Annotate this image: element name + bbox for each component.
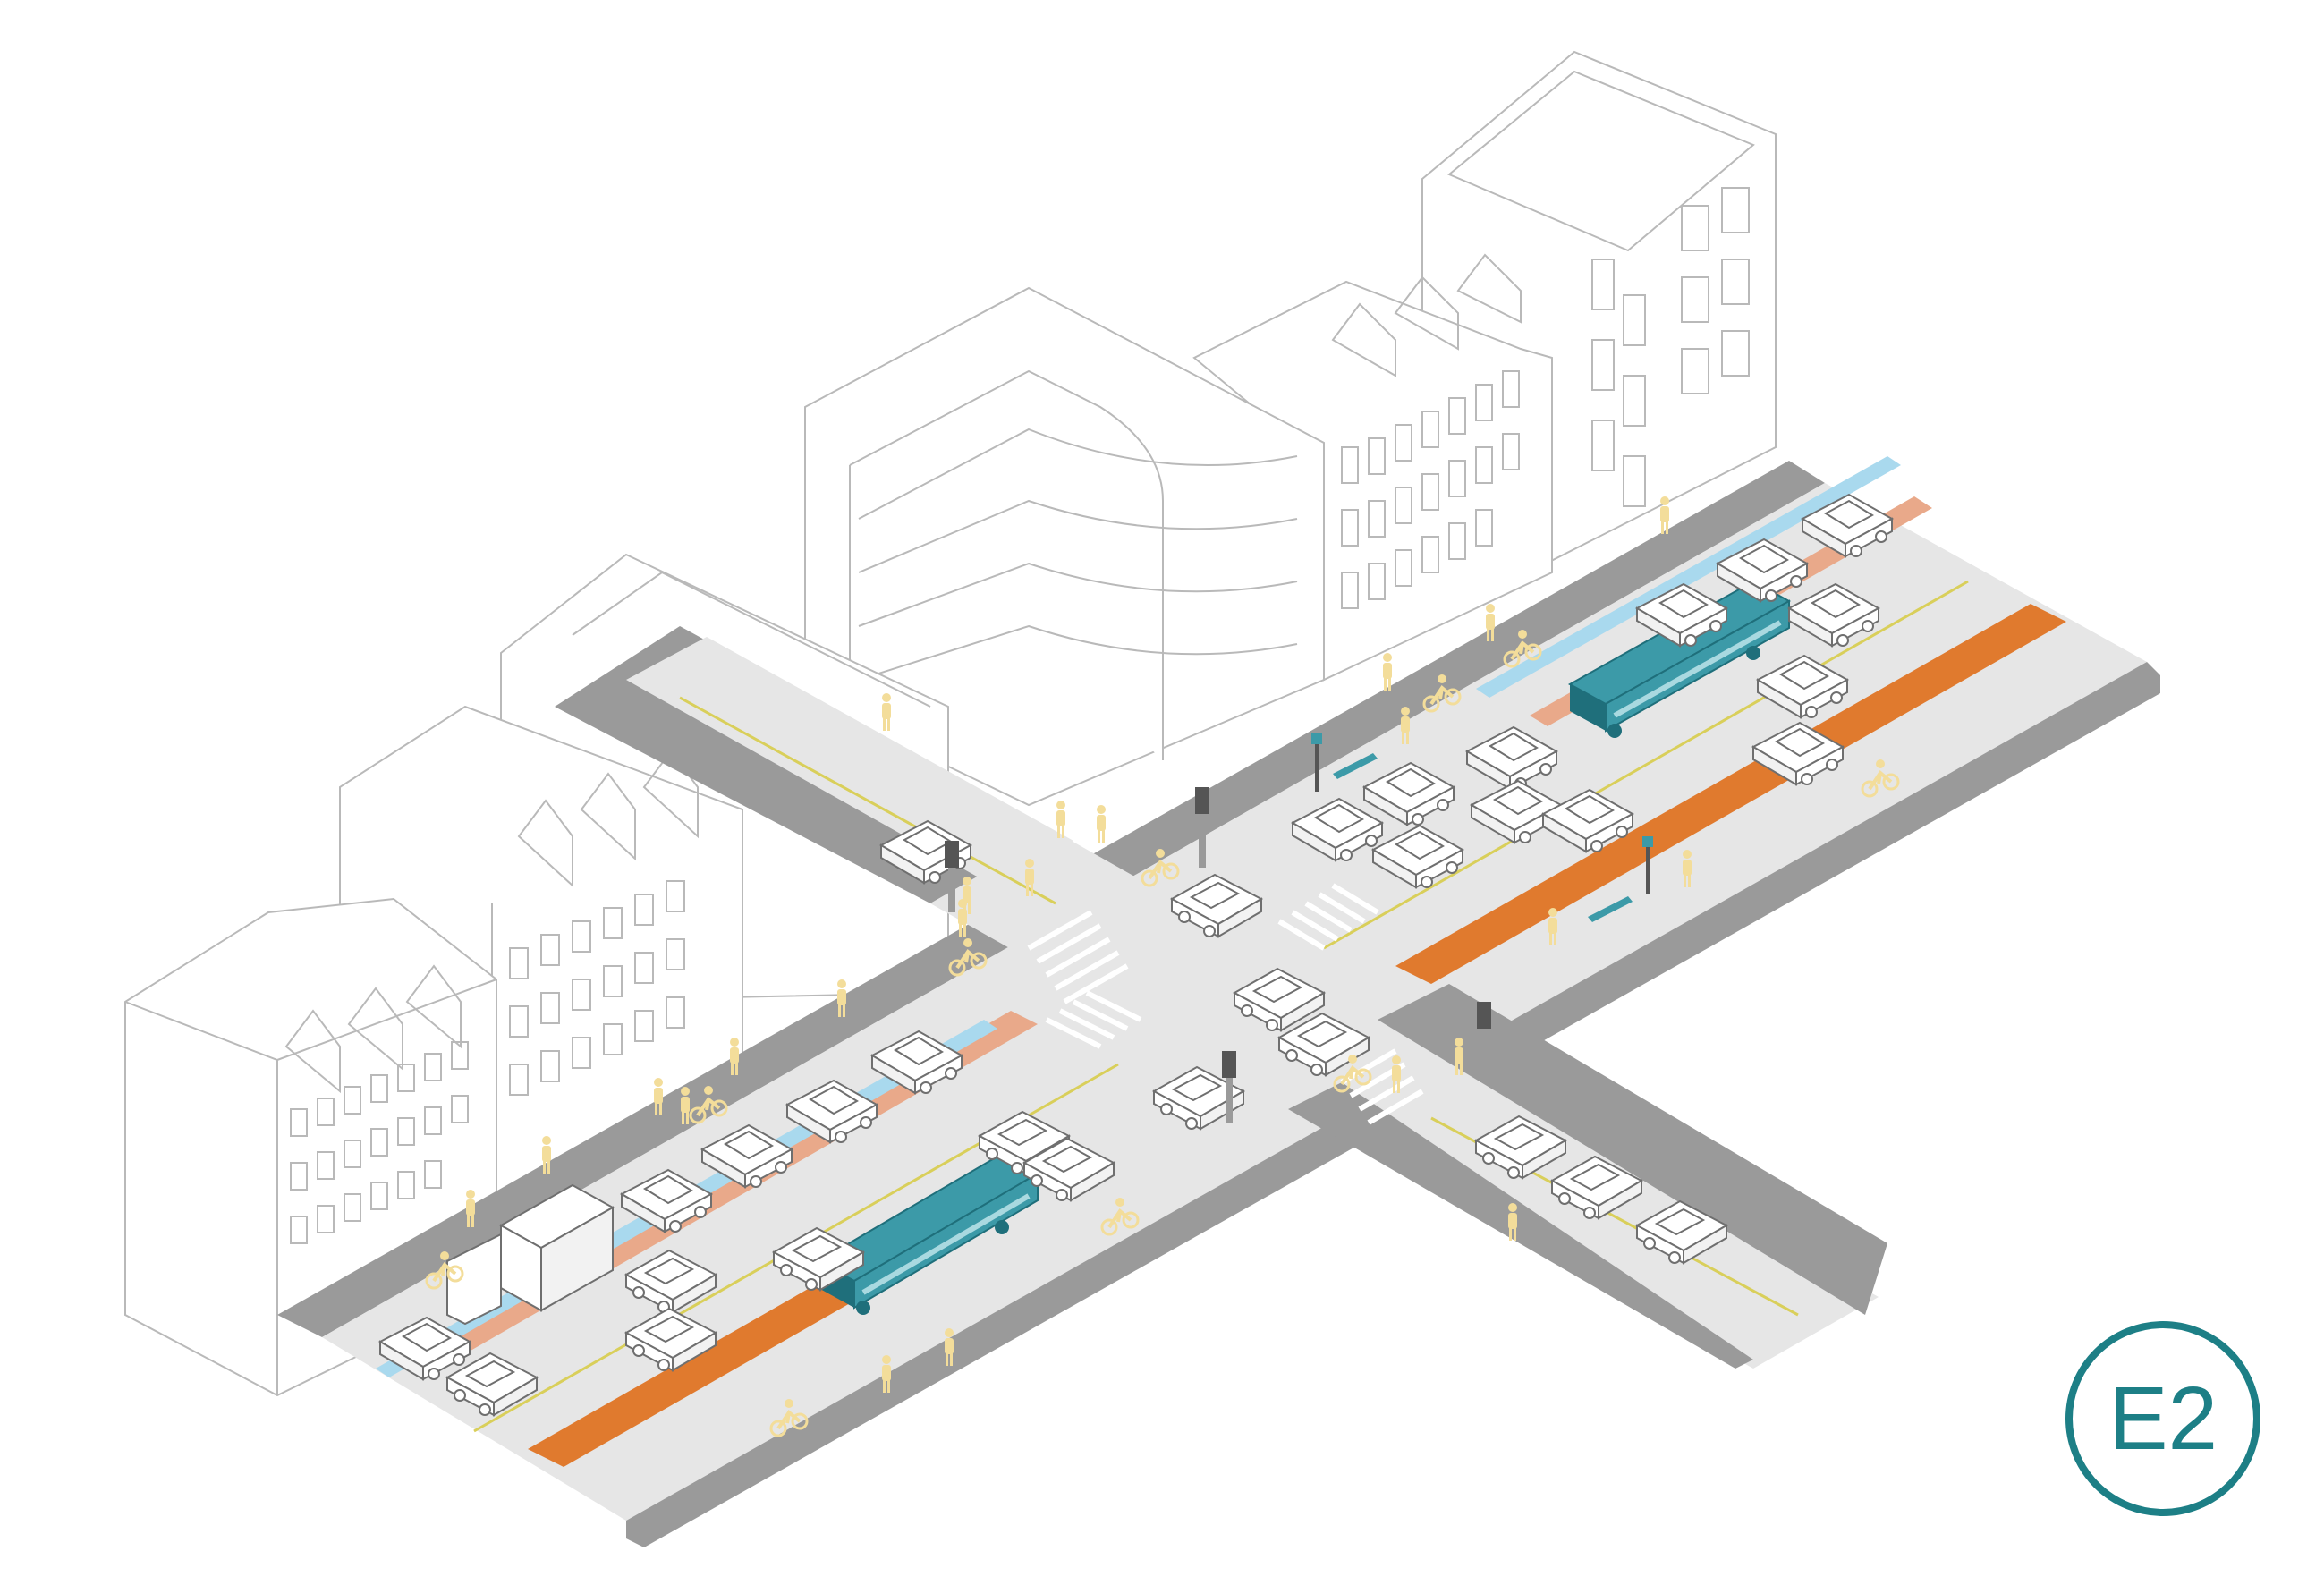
side-street-back-road — [626, 637, 1073, 886]
traffic-light-icon — [945, 787, 1491, 1123]
bench-icon — [1333, 753, 1633, 922]
bike-lane-near-right — [1395, 604, 2066, 984]
parking-strip-right — [1476, 456, 1901, 698]
bus-icon — [816, 1152, 1040, 1315]
truck-icon — [446, 1183, 615, 1326]
cross-street-left-sidewalk — [1288, 1082, 1753, 1369]
cross-street-right-sidewalk — [1378, 984, 1887, 1315]
label-badge: E2 — [2065, 1321, 2260, 1516]
street-sign-icon — [1311, 733, 1653, 894]
badge-label: E2 — [2108, 1369, 2218, 1469]
street-furniture — [945, 733, 1653, 1123]
vehicles — [379, 494, 1893, 1416]
crosswalks — [1027, 883, 1424, 1125]
curved-office-building — [804, 286, 1325, 807]
